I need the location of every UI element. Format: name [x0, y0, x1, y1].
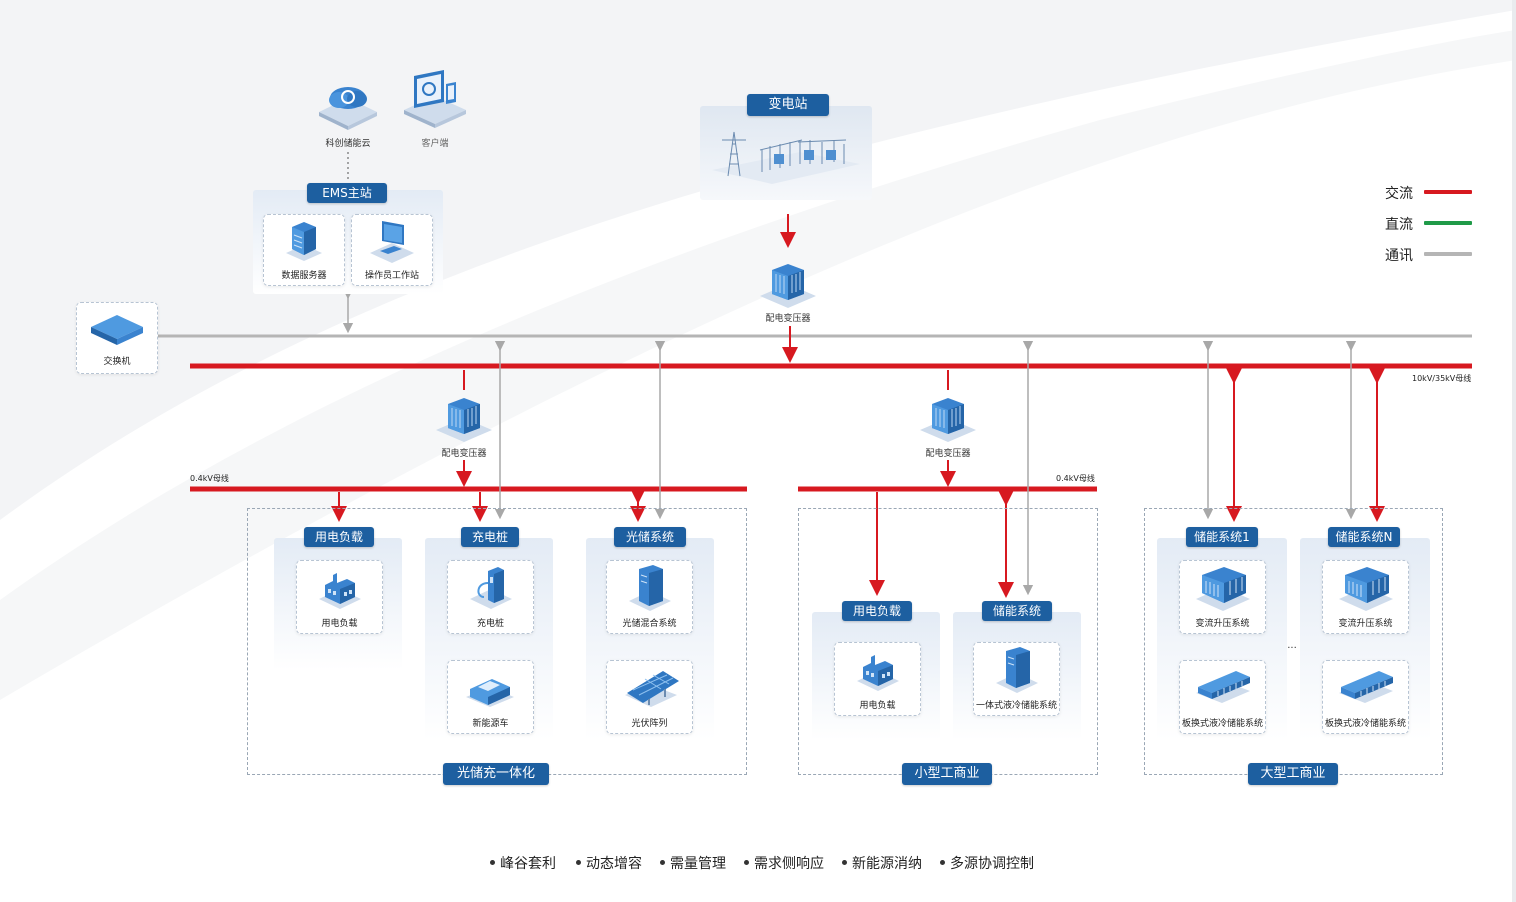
feature-item: 需求侧响应	[744, 853, 824, 873]
middle-transformer-label: 配电变压器	[925, 449, 971, 459]
solar-panel-icon	[625, 671, 679, 707]
feature-item: 需量管理	[660, 853, 726, 873]
legend-ac-line	[1424, 190, 1472, 194]
sys1-pcs-card[interactable]: 变流升压系统	[1179, 560, 1266, 634]
left-load-card[interactable]: 用电负载	[296, 560, 383, 634]
ems-title: EMS主站	[307, 183, 387, 203]
cloud-icon	[319, 87, 377, 130]
substation-title: 变电站	[747, 94, 829, 116]
left-transformer-label: 配电变压器	[441, 449, 487, 459]
left-transformer-icon	[436, 398, 492, 442]
sysN-battery-label: 板换式液冷储能系统	[1324, 719, 1406, 729]
middle-storage-title: 储能系统	[982, 601, 1052, 621]
pv-array-card[interactable]: 光伏阵列	[606, 660, 693, 734]
ev-label: 新能源车	[472, 719, 509, 729]
middle-storage-card[interactable]: 一体式液冷储能系统	[973, 642, 1060, 716]
left-load-label: 用电负载	[321, 619, 358, 629]
switch-label: 交换机	[103, 357, 131, 367]
sys1-title: 储能系统1	[1186, 527, 1258, 547]
cloud-label: 科创储能云	[325, 139, 371, 149]
data-server-label: 数据服务器	[281, 271, 327, 281]
client-label: 客户端	[421, 139, 449, 149]
legend-dc-label: 直流	[1385, 217, 1413, 233]
data-server-card[interactable]: 数据服务器	[263, 214, 345, 286]
client-icon	[404, 70, 466, 128]
sys1-pcs-label: 变流升压系统	[1195, 619, 1250, 629]
operator-station-label: 操作员工作站	[364, 271, 419, 281]
middle-load-card[interactable]: 用电负载	[834, 642, 921, 716]
server-icon	[286, 222, 322, 261]
factory-icon	[857, 655, 899, 691]
ev-card[interactable]: 新能源车	[447, 660, 534, 734]
feature-item: 动态增容	[576, 853, 642, 873]
legend-comm-label: 通讯	[1385, 248, 1413, 264]
pv-storage-label: 光储混合系统	[622, 619, 677, 629]
pv-array-label: 光伏阵列	[631, 719, 668, 729]
factory-icon	[319, 573, 361, 609]
middle-transformer-icon	[920, 398, 976, 442]
sysN-pcs-card[interactable]: 变流升压系统	[1322, 560, 1409, 634]
sysN-battery-card[interactable]: 板换式液冷储能系统	[1322, 660, 1409, 734]
left-group-label: 光储充一体化	[443, 763, 549, 785]
switch-icon	[91, 315, 143, 345]
feature-item: 新能源消纳	[842, 853, 922, 873]
storage-cabinet-icon	[996, 647, 1038, 693]
sysN-pcs-label: 变流升压系统	[1338, 619, 1393, 629]
switch-card[interactable]: 交换机	[76, 302, 158, 374]
left-pv-title: 光储系统	[614, 527, 686, 547]
middle-load-title: 用电负载	[842, 601, 912, 621]
legend-dc-line	[1424, 221, 1472, 225]
feature-item: 多源协调控制	[940, 853, 1034, 873]
storage-cabinet-icon	[629, 565, 671, 611]
legend-ac-label: 交流	[1385, 186, 1413, 202]
operator-station-card[interactable]: 操作员工作站	[351, 214, 433, 286]
lv-bus-left-label: 0.4kV母线	[190, 474, 229, 483]
middle-group-label: 小型工商业	[902, 763, 992, 785]
pcs-icon	[1339, 567, 1393, 611]
substation-panel	[700, 106, 872, 200]
middle-load-label: 用电负载	[859, 701, 896, 711]
left-charger-label: 充电桩	[476, 619, 504, 629]
ev-car-icon	[466, 679, 514, 707]
sys1-battery-label: 板换式液冷储能系统	[1181, 719, 1263, 729]
middle-storage-label: 一体式液冷储能系统	[975, 701, 1057, 711]
lv-bus-mid-label: 0.4kV母线	[1056, 474, 1095, 483]
pcs-icon	[1196, 567, 1250, 611]
ellipsis: ...	[1287, 640, 1297, 651]
battery-container-icon	[1196, 671, 1250, 703]
main-transformer-label: 配电变压器	[765, 314, 811, 324]
feature-item: 峰谷套利	[490, 853, 556, 873]
left-load-title: 用电负载	[304, 527, 374, 547]
main-transformer-icon	[760, 264, 816, 308]
battery-container-icon	[1339, 671, 1393, 703]
pv-storage-card[interactable]: 光储混合系统	[606, 560, 693, 634]
workstation-icon	[370, 221, 414, 263]
substation-icon	[712, 131, 860, 184]
sys1-battery-card[interactable]: 板换式液冷储能系统	[1179, 660, 1266, 734]
charger-icon	[470, 567, 512, 609]
right-group-label: 大型工商业	[1248, 763, 1338, 785]
left-charger-card[interactable]: 充电桩	[447, 560, 534, 634]
hv-bus-label: 10kV/35kV母线	[1412, 374, 1472, 383]
legend-comm-line	[1424, 252, 1472, 256]
sysN-title: 储能系统N	[1328, 527, 1400, 547]
left-charger-title: 充电桩	[461, 527, 519, 547]
